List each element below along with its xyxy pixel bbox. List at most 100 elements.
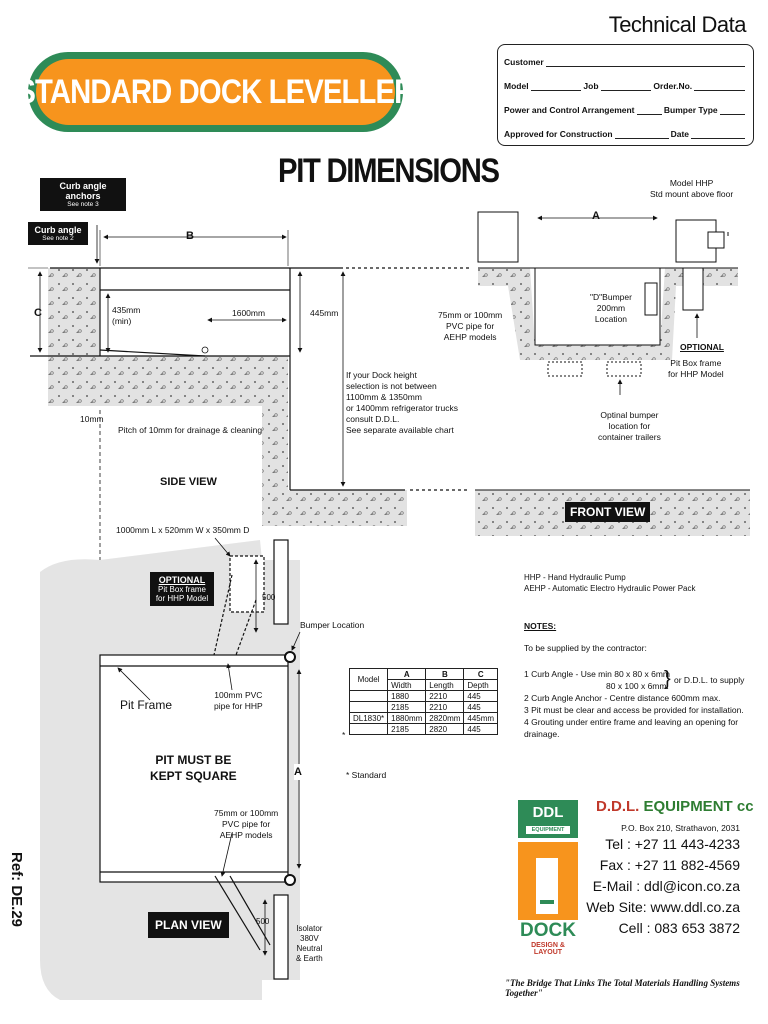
- table-subheader: Length: [425, 679, 465, 691]
- date-label: Date: [670, 129, 690, 139]
- note-brace: }: [664, 668, 671, 690]
- dim-500-top: 500: [262, 593, 276, 602]
- bumper-location-label: Bumper Location: [300, 620, 365, 630]
- bumper-marker-top: [284, 651, 296, 663]
- abbreviation-legend: HHP - Hand Hydraulic Pump AEHP - Automat…: [524, 572, 695, 594]
- banner-title: STANDARD DOCK LEVELLER: [16, 72, 415, 111]
- website-label[interactable]: Web Site: www.ddl.co.za: [586, 899, 740, 915]
- bumper-type-field[interactable]: [719, 105, 746, 115]
- table-row: Width Length Depth: [350, 679, 499, 691]
- note-1a: 1 Curb Angle - Use min 80 x 80 x 6mm: [524, 669, 670, 679]
- note-4: 4 Grouting under entire frame and leavin…: [524, 717, 739, 739]
- power-field[interactable]: [636, 105, 662, 115]
- note-2: 2 Curb Angle Anchor - Centre distance 60…: [524, 693, 721, 703]
- approved-field[interactable]: [614, 129, 669, 139]
- email-label[interactable]: E-Mail : ddl@icon.co.za: [592, 878, 740, 894]
- table-header: C: [463, 668, 499, 680]
- table-header: A: [387, 668, 427, 680]
- job-field[interactable]: [600, 81, 652, 91]
- model-label: Model: [504, 81, 529, 91]
- order-no-field[interactable]: [694, 81, 745, 91]
- plan-view-lines: [99, 539, 289, 980]
- side-view-concrete: [48, 268, 407, 526]
- table-header: Model: [348, 668, 389, 691]
- table-cell: 2185: [387, 701, 427, 713]
- table-cell: 2820: [425, 723, 465, 735]
- date-field[interactable]: [691, 129, 746, 139]
- dock-height-note: If your Dock height selection is not bet…: [346, 370, 458, 435]
- model-hhp-label: Model HHP Std mount above floor: [650, 178, 734, 199]
- company-name: D.D.L. EQUIPMENT cc: [596, 798, 754, 815]
- min-height-label: 435mm (min): [112, 305, 141, 326]
- gap-10-label: 10mm: [80, 414, 104, 424]
- front-view-lines: [475, 211, 750, 491]
- isolator-label: Isolator 380V Neutral & Earth: [296, 924, 323, 963]
- pvc-aehp-label: 75mm or 100mm PVC pipe for AEHP models: [214, 808, 279, 840]
- logo-design-text: DESIGN & LAYOUT: [531, 942, 565, 956]
- pit-frame-label: Pit Frame: [120, 698, 173, 712]
- pit-box-size-label: 1000mm L x 520mm W x 350mm D: [116, 525, 250, 535]
- front-dim-a-label: A: [592, 210, 600, 222]
- slogan: "The Bridge That Links The Total Materia…: [505, 978, 740, 998]
- side-view-title: SIDE VIEW: [160, 476, 217, 488]
- d-bumper-label: "D"Bumper 200mm Location: [590, 292, 632, 324]
- logo-ddl-text: DDL: [532, 804, 564, 821]
- note-1b: 80 x 100 x 6mm.: [606, 681, 669, 691]
- model-field[interactable]: [530, 81, 582, 91]
- side-view-lines: [30, 267, 470, 660]
- table-subheader: Depth: [463, 679, 499, 691]
- legend-aehp: AEHP - Automatic Electro Hydraulic Power…: [524, 584, 696, 593]
- drain-point: [201, 346, 209, 354]
- tel-label: Tel : +27 11 443-4233: [605, 836, 740, 852]
- table-cell: 1880mm: [387, 712, 427, 724]
- approved-label: Approved for Construction: [504, 129, 613, 139]
- pvc-hhp-label: 100mm PVC pipe for HHP: [214, 690, 263, 711]
- table-footnote: * Standard: [346, 770, 387, 780]
- side-view-dimensions: [37, 225, 346, 487]
- table-row: Model A B C: [348, 668, 499, 691]
- depth-445-label: 445mm: [310, 308, 339, 318]
- table-cell: [348, 701, 389, 713]
- table-cell: 2185: [387, 723, 427, 735]
- cell-label: Cell : 083 653 3872: [618, 920, 740, 936]
- notes-section: NOTES: To be supplied by the contractor:…: [524, 620, 754, 740]
- notes-intro: To be supplied by the contractor:: [524, 643, 647, 653]
- plan-dim-a-label: A: [294, 764, 302, 780]
- note-3: 3 Pit must be clear and access be provid…: [524, 705, 744, 715]
- front-pvc-label: 75mm or 100mm PVC pipe for AEHP models: [438, 310, 503, 342]
- dim-c-label: C: [34, 307, 42, 319]
- side-view-extension-lines: [28, 230, 289, 269]
- table-cell: DL1830*: [348, 712, 389, 724]
- bumper-type-label: Bumper Type: [663, 105, 718, 115]
- table-subheader: Width: [387, 679, 427, 691]
- plan-view-dimensions: [117, 537, 302, 956]
- customer-field[interactable]: [545, 57, 745, 67]
- pitch-label: Pitch of 10mm for drainage & cleaning: [118, 425, 263, 435]
- address-label: P.O. Box 210, Strathavon, 2031: [621, 823, 740, 833]
- bumper-marker-bottom: [284, 874, 296, 886]
- company-name-a: D.D.L.: [596, 798, 640, 815]
- table-row-mark: *: [342, 730, 346, 740]
- note-1c: or D.D.L. to supply: [674, 675, 745, 685]
- table-cell: 445: [463, 690, 499, 702]
- table-cell: 445mm: [463, 712, 499, 724]
- front-view-dimensions: [537, 215, 700, 395]
- power-label: Power and Control Arrangement: [504, 105, 635, 115]
- table-header: B: [425, 668, 465, 680]
- dim-500-bottom: 500: [256, 917, 270, 926]
- table-cell: 445: [463, 723, 499, 735]
- table-cell: 2820mm: [425, 712, 465, 724]
- length-1600-label: 1600mm: [232, 308, 266, 318]
- front-optional-label: OPTIONAL: [680, 342, 724, 352]
- table-cell: 445: [463, 701, 499, 713]
- logo-dock-text: DOCK: [520, 920, 576, 941]
- table-cell: [348, 723, 389, 735]
- table-cell: 1880: [387, 690, 427, 702]
- reference-label: Ref: DE.29: [8, 852, 25, 928]
